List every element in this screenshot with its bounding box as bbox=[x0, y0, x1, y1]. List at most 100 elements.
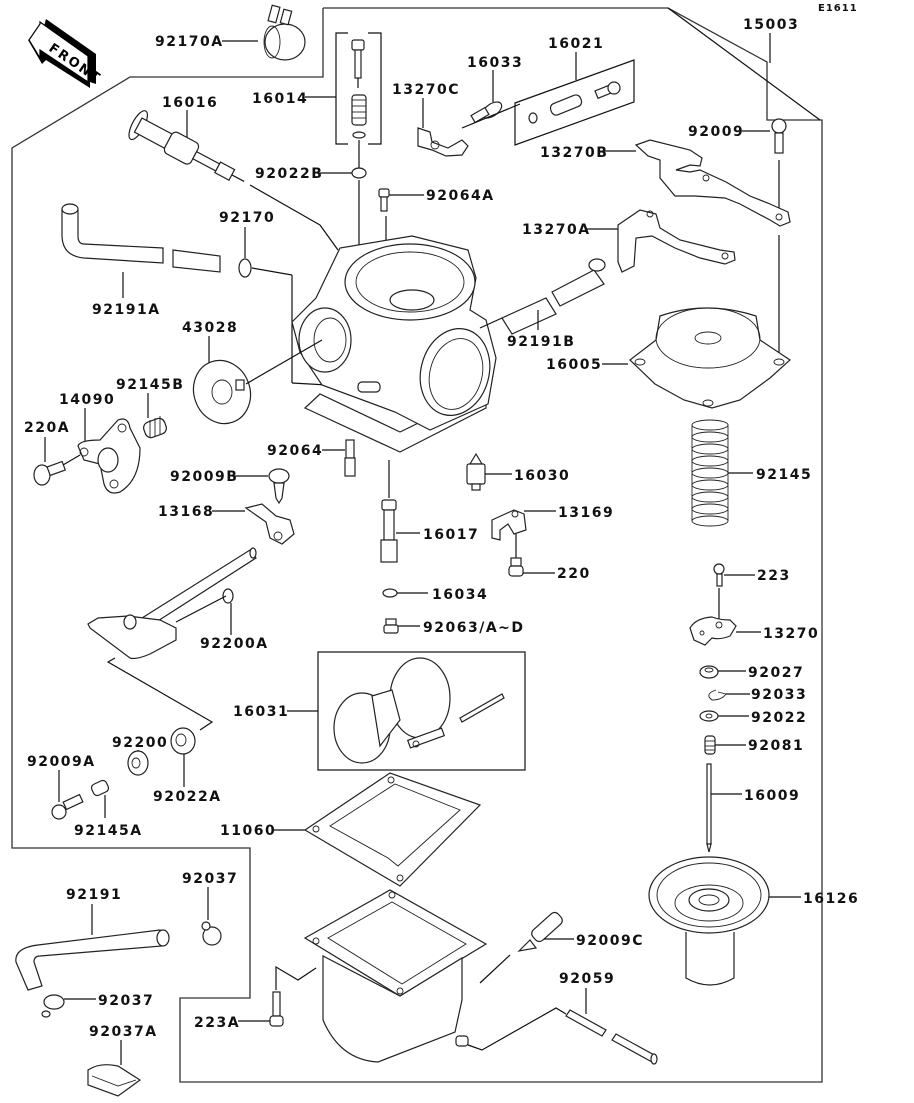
label-13270A[interactable]: 13270A bbox=[522, 222, 591, 238]
part-throttle-shaft-lever[interactable] bbox=[87, 547, 257, 660]
label-92037[interactable]: 92037 bbox=[182, 871, 238, 887]
label-92022[interactable]: 92022 bbox=[751, 710, 807, 726]
part-92027-collar[interactable] bbox=[699, 665, 719, 679]
part-16014-pilot-screw[interactable] bbox=[351, 39, 367, 139]
label-92009C[interactable]: 92009C bbox=[576, 933, 644, 949]
label-92145[interactable]: 92145 bbox=[756, 467, 812, 483]
part-92022A-collar[interactable] bbox=[170, 727, 196, 755]
label-13270[interactable]: 13270 bbox=[763, 626, 819, 642]
part-16030-float-valve[interactable] bbox=[466, 452, 486, 491]
label-92037A[interactable]: 92037A bbox=[89, 1024, 158, 1040]
part-13270A-bracket[interactable] bbox=[617, 209, 736, 273]
part-92145-spring[interactable] bbox=[691, 419, 729, 527]
part-13270-plate[interactable] bbox=[689, 616, 737, 646]
label-92145A[interactable]: 92145A bbox=[74, 823, 143, 839]
label-92200[interactable]: 92200 bbox=[112, 735, 168, 751]
label-92027[interactable]: 92027 bbox=[748, 665, 804, 681]
label-16126[interactable]: 16126 bbox=[803, 891, 859, 907]
part-16021-throttle-stop-screw[interactable] bbox=[528, 81, 621, 124]
part-92022B-washer[interactable] bbox=[351, 167, 367, 179]
part-92081-spring[interactable] bbox=[704, 735, 716, 755]
part-92033-circlip[interactable] bbox=[708, 689, 727, 701]
label-220[interactable]: 220 bbox=[557, 566, 591, 582]
part-223A-screw[interactable] bbox=[269, 991, 284, 1027]
label-92009B[interactable]: 92009B bbox=[170, 469, 238, 485]
label-223A[interactable]: 223A bbox=[194, 1015, 240, 1031]
label-11060[interactable]: 11060 bbox=[220, 823, 276, 839]
label-92037-lower[interactable]: 92037 bbox=[98, 993, 154, 1009]
part-92063-main-jet[interactable] bbox=[383, 618, 399, 634]
part-220-screw[interactable] bbox=[508, 557, 524, 577]
part-92170A-clamp[interactable] bbox=[263, 4, 306, 61]
label-16014[interactable]: 16014 bbox=[252, 91, 308, 107]
part-92009C-screw[interactable] bbox=[517, 910, 564, 952]
label-16030[interactable]: 16030 bbox=[514, 468, 570, 484]
part-92200A-washer[interactable] bbox=[222, 588, 234, 604]
label-92059[interactable]: 92059 bbox=[559, 971, 615, 987]
label-92191[interactable]: 92191 bbox=[66, 887, 122, 903]
part-13169-plate[interactable] bbox=[491, 509, 527, 541]
part-float-bowl[interactable] bbox=[303, 889, 488, 1063]
label-92033[interactable]: 92033 bbox=[751, 687, 807, 703]
part-carburetor-body[interactable] bbox=[291, 235, 499, 453]
label-13169[interactable]: 13169 bbox=[558, 505, 614, 521]
label-92022B[interactable]: 92022B bbox=[255, 166, 323, 182]
part-16005-top-cover[interactable] bbox=[629, 307, 791, 409]
label-16016[interactable]: 16016 bbox=[162, 95, 218, 111]
part-14090-cover[interactable] bbox=[77, 418, 141, 494]
label-16031[interactable]: 16031 bbox=[233, 704, 289, 720]
part-43028-diaphragm[interactable] bbox=[185, 352, 260, 431]
label-92200A[interactable]: 92200A bbox=[200, 636, 269, 652]
part-92059-tube[interactable] bbox=[565, 1009, 658, 1065]
label-16034[interactable]: 16034 bbox=[432, 587, 488, 603]
label-92191A[interactable]: 92191A bbox=[92, 302, 161, 318]
part-16009-jet-needle[interactable] bbox=[706, 763, 712, 853]
label-43028[interactable]: 43028 bbox=[182, 320, 238, 336]
label-220A[interactable]: 220A bbox=[24, 420, 70, 436]
label-92063[interactable]: 92063/A~D bbox=[423, 620, 525, 636]
label-92170[interactable]: 92170 bbox=[219, 210, 275, 226]
part-16016-starter-plunger[interactable] bbox=[125, 108, 251, 195]
part-92009B-screw[interactable] bbox=[268, 468, 290, 505]
part-92009-screw[interactable] bbox=[771, 118, 787, 154]
label-92145B[interactable]: 92145B bbox=[116, 377, 184, 393]
label-92081[interactable]: 92081 bbox=[748, 738, 804, 754]
part-92064A-jet[interactable] bbox=[378, 188, 390, 212]
part-92064-jet[interactable] bbox=[344, 439, 356, 477]
label-92170A[interactable]: 92170A bbox=[155, 34, 224, 50]
label-92009A[interactable]: 92009A bbox=[27, 754, 96, 770]
part-92191A-hose[interactable] bbox=[61, 203, 221, 273]
label-92064A[interactable]: 92064A bbox=[426, 188, 495, 204]
part-13270B-lever[interactable] bbox=[634, 139, 791, 227]
label-16033[interactable]: 16033 bbox=[467, 55, 523, 71]
part-16034-o-ring[interactable] bbox=[382, 588, 398, 598]
part-223-screw[interactable] bbox=[713, 563, 725, 587]
label-13270C[interactable]: 13270C bbox=[392, 82, 460, 98]
part-92200-washer[interactable] bbox=[127, 750, 149, 776]
part-92022-washer[interactable] bbox=[699, 710, 719, 722]
part-13270C-bracket[interactable] bbox=[417, 127, 469, 157]
part-13168-clamp[interactable] bbox=[244, 503, 295, 545]
label-16005[interactable]: 16005 bbox=[546, 357, 602, 373]
part-92037-clamp[interactable] bbox=[201, 921, 222, 946]
label-223[interactable]: 223 bbox=[757, 568, 791, 584]
label-15003[interactable]: 15003 bbox=[743, 17, 799, 33]
label-92009[interactable]: 92009 bbox=[688, 124, 744, 140]
label-92022A[interactable]: 92022A bbox=[153, 789, 222, 805]
part-220A-screw[interactable] bbox=[33, 460, 66, 486]
label-16021[interactable]: 16021 bbox=[548, 36, 604, 52]
part-16126-vacuum-piston[interactable] bbox=[648, 856, 770, 986]
label-92064[interactable]: 92064 bbox=[267, 443, 323, 459]
part-92191-hose[interactable] bbox=[15, 929, 170, 991]
part-11060-gasket[interactable] bbox=[303, 772, 482, 887]
part-92145A-spring[interactable] bbox=[90, 779, 110, 797]
part-92145B-spring[interactable] bbox=[142, 416, 168, 439]
part-92037A-clip[interactable] bbox=[87, 1064, 142, 1097]
label-16017[interactable]: 16017 bbox=[423, 527, 479, 543]
label-13168[interactable]: 13168 bbox=[158, 504, 214, 520]
label-16009[interactable]: 16009 bbox=[744, 788, 800, 804]
label-14090[interactable]: 14090 bbox=[59, 392, 115, 408]
part-16033-screw[interactable] bbox=[470, 99, 504, 124]
part-92009A-screw[interactable] bbox=[51, 793, 84, 820]
part-16031-throttle-valve[interactable] bbox=[333, 657, 505, 764]
